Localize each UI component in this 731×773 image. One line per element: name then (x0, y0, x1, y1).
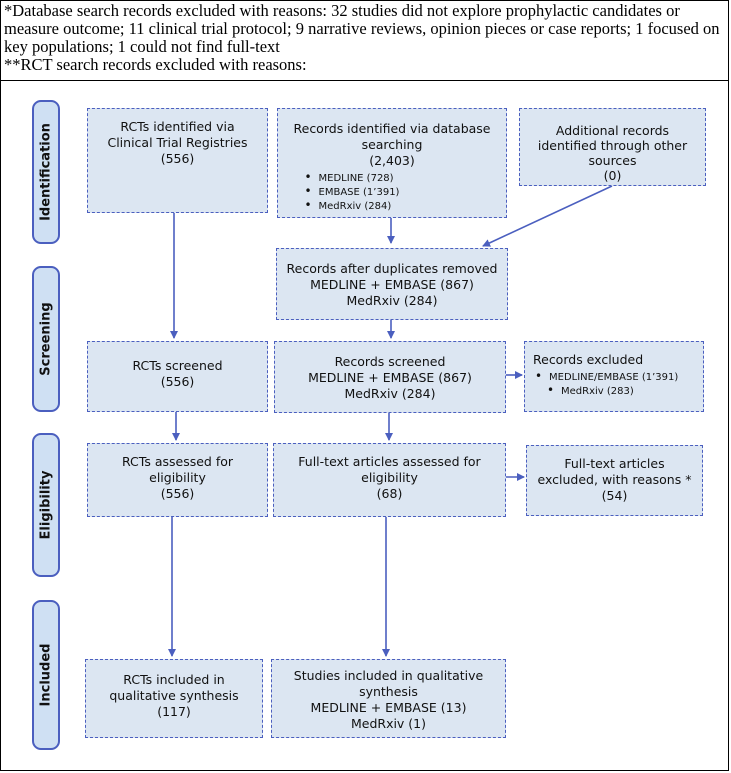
box-records-screened: Records screened MEDLINE + EMBASE (867) … (274, 341, 506, 413)
box-fulltext-assessed: Full-text articles assessed for eligibil… (273, 443, 506, 517)
stage-included: Included (32, 600, 60, 750)
footnote-rct: **RCT search records excluded with reaso… (4, 55, 307, 74)
arrow-additional-to-duplicates (482, 185, 613, 247)
stage-screening: Screening (32, 266, 60, 412)
box-rct-screened: RCTs screened (556) (87, 341, 268, 412)
database-item-medline: MEDLINE (728) (305, 171, 400, 185)
box-studies-included: Studies included in qualitative synthesi… (271, 659, 506, 738)
excluded-item-medrxiv: MedRxiv (283) (547, 384, 678, 398)
box-rct-identified: RCTs identified via Clinical Trial Regis… (87, 108, 268, 213)
box-fulltext-excluded: Full-text articles excluded, with reason… (526, 445, 703, 516)
database-item-embase: EMBASE (1’391) (305, 185, 400, 199)
box-rct-eligibility: RCTs assessed for eligibility (556) (87, 443, 268, 517)
footnote-separator (0, 80, 729, 81)
box-duplicates-removed: Records after duplicates removed MEDLINE… (276, 248, 508, 320)
footnote-database: *Database search records excluded with r… (4, 1, 720, 56)
box-rct-included: RCTs included in qualitative synthesis (… (85, 659, 263, 738)
stage-identification: Identification (32, 100, 60, 244)
box-additional-records: Additional records identified through ot… (519, 108, 706, 186)
excluded-item-medline-embase: MEDLINE/EMBASE (1’391) (535, 370, 678, 384)
box-records-excluded: Records excluded MEDLINE/EMBASE (1’391) … (524, 341, 704, 412)
box-database-identified: Records identified via database searchin… (277, 108, 507, 218)
stage-eligibility: Eligibility (32, 433, 60, 577)
footnotes: *Database search records excluded with r… (4, 2, 726, 74)
database-item-medrxiv: MedRxiv (284) (305, 199, 400, 213)
excluded-list: MEDLINE/EMBASE (1’391) MedRxiv (283) (535, 370, 678, 398)
database-list: MEDLINE (728) EMBASE (1’391) MedRxiv (28… (305, 171, 400, 213)
